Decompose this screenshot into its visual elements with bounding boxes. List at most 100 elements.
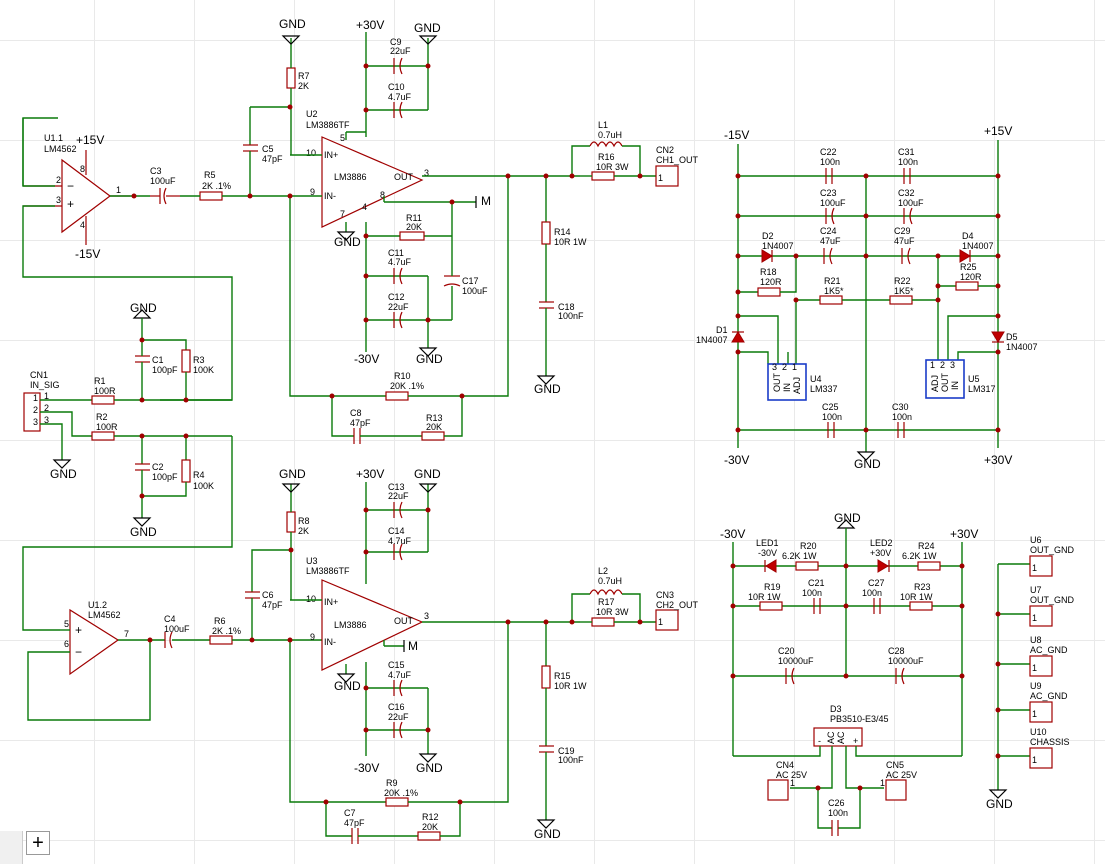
- resistor-r14[interactable]: R14 10R 1W: [541, 221, 587, 247]
- svg-text:R6: R6: [214, 616, 226, 626]
- capacitor-c12[interactable]: C12 22uF: [388, 292, 409, 329]
- led-led2[interactable]: LED2+30V: [870, 538, 893, 573]
- capacitor-c11[interactable]: C11 4.7uF: [388, 248, 412, 285]
- svg-text:6.2K 1W: 6.2K 1W: [902, 551, 937, 561]
- ground-symbol: [281, 483, 301, 493]
- svg-text:CN1: CN1: [30, 370, 48, 380]
- regulator-u4[interactable]: 3 2 1 OUT IN ADJ U4 LM337: [767, 362, 838, 401]
- pin-label: 1: [116, 185, 121, 195]
- zoom-in-button[interactable]: +: [26, 831, 50, 855]
- svg-text:GND: GND: [416, 761, 443, 775]
- capacitor-c5[interactable]: C5 47pF: [243, 144, 283, 164]
- ground-symbol: [536, 819, 556, 829]
- capacitor-c17[interactable]: C17 100uF: [443, 275, 488, 296]
- resistor-r1[interactable]: R1 100R: [91, 376, 116, 405]
- svg-text:D5: D5: [1006, 332, 1018, 342]
- capacitor-c15[interactable]: C15 4.7uF: [388, 660, 412, 697]
- capacitor-c4[interactable]: C4 100uF: [164, 614, 190, 649]
- resistor-r4[interactable]: R4 100K: [181, 459, 214, 491]
- inductor-l1[interactable]: L1 0.7uH: [589, 120, 623, 148]
- svg-text:OUT_GND: OUT_GND: [1030, 545, 1075, 555]
- svg-text:100K: 100K: [193, 365, 214, 375]
- opamp-u1-1[interactable]: − + 2 3 1 8 4 U1.1 LM4562 +15V -15V: [23, 133, 130, 261]
- svg-text:22uF: 22uF: [388, 712, 409, 722]
- connector-cn1[interactable]: 1 2 3 1 2 3 CN1 IN_SIG: [23, 370, 60, 432]
- opamp-u1-2[interactable]: + − 5 6 7 U1.2 LM4562: [64, 600, 129, 676]
- power-amp-u2[interactable]: U2 LM3886TF LM3886 IN+ IN- OUT 10 9 5 7 …: [306, 109, 429, 228]
- capacitor-c3[interactable]: C3 100uF: [150, 166, 180, 205]
- resistor-r3[interactable]: R3 100K: [181, 349, 214, 375]
- svg-text:100R: 100R: [96, 422, 118, 432]
- svg-text:U5: U5: [968, 374, 980, 384]
- connector-cn3[interactable]: 1 CN3 CH2_OUT: [655, 590, 699, 631]
- resistor-r7[interactable]: R7 2K: [286, 67, 310, 91]
- capacitor-c6[interactable]: C6 47pF: [245, 590, 283, 610]
- resistor-r12[interactable]: R12 20K: [417, 812, 441, 841]
- svg-text:R18: R18: [760, 267, 777, 277]
- svg-text:2: 2: [782, 362, 787, 372]
- svg-text:1: 1: [1032, 755, 1037, 765]
- bridge-rectifier-d3[interactable]: - AC AC + D3 PB3510-E3/45: [813, 704, 889, 747]
- inductor-l2[interactable]: L2 0.7uH: [589, 566, 623, 596]
- connector-cn2[interactable]: 1 CN2 CH1_OUT: [655, 145, 699, 187]
- capacitor-c8[interactable]: C8 47pF: [350, 408, 371, 444]
- svg-text:47pF: 47pF: [262, 600, 283, 610]
- led-led1[interactable]: LED1-30V: [756, 538, 779, 573]
- svg-text:1N4007: 1N4007: [1006, 342, 1038, 352]
- capacitor-c14[interactable]: C14 4.7uF: [388, 526, 412, 561]
- svg-text:2: 2: [940, 360, 945, 370]
- capacitor-c10[interactable]: C10 4.7uF: [388, 82, 412, 119]
- svg-text:C8: C8: [350, 408, 362, 418]
- svg-text:1K5*: 1K5*: [824, 286, 844, 296]
- capacitor-c9[interactable]: C9 22uF: [390, 37, 411, 75]
- svg-text:U9: U9: [1030, 681, 1042, 691]
- svg-text:C9: C9: [390, 37, 402, 47]
- svg-text:R8: R8: [298, 516, 310, 526]
- svg-text:GND: GND: [854, 457, 881, 471]
- capacitor-c7[interactable]: C7 47pF: [344, 808, 365, 844]
- svg-text:GND: GND: [986, 797, 1013, 811]
- power-amp-u3[interactable]: U3 LM3886TF LM3886 IN+ IN- OUT 10 9 3: [306, 556, 429, 671]
- resistor-r13[interactable]: R13 20K: [421, 413, 445, 441]
- svg-text:0.7uH: 0.7uH: [598, 576, 622, 586]
- regulator-u5[interactable]: 1 2 3 ADJ OUT IN U5 LM317: [925, 359, 996, 399]
- svg-text:C5: C5: [262, 144, 274, 154]
- capacitor-c13[interactable]: C13 22uF: [388, 482, 409, 519]
- resistor-r15[interactable]: R15 10R 1W: [541, 665, 587, 691]
- resistor-r11[interactable]: R11 20K: [399, 213, 425, 241]
- svg-text:C23: C23: [820, 188, 837, 198]
- capacitor-c16[interactable]: C16 22uF: [388, 702, 409, 739]
